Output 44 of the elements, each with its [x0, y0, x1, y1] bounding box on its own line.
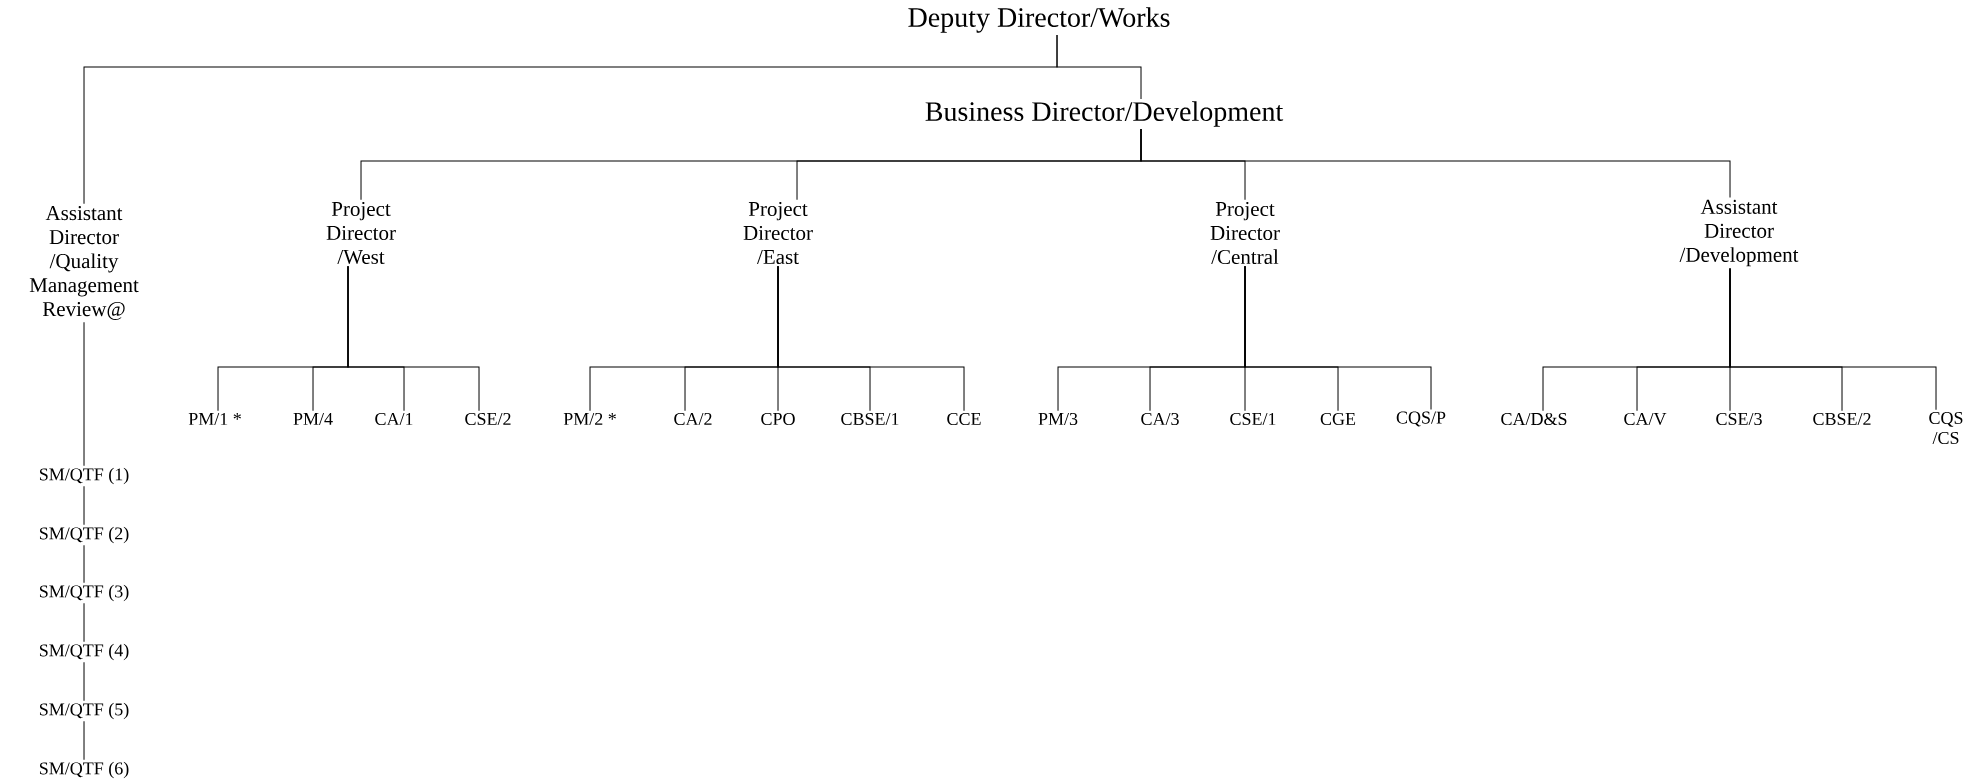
position-label: CBSE/1 [841, 412, 899, 426]
connector-line [83, 321, 85, 467]
position-label: SM/QTF (3) [39, 584, 129, 602]
connector-line [1140, 128, 1731, 199]
connector-line [83, 661, 85, 702]
position-label: CA/V [1624, 412, 1667, 426]
connector-line [777, 265, 965, 412]
position-label: PM/4 [293, 412, 333, 425]
position-label: CSE/1 [1230, 412, 1276, 426]
position-label: CSE/3 [1716, 412, 1762, 426]
connector-line [347, 265, 480, 412]
position-label: CGE [1320, 412, 1356, 426]
connector-line [83, 602, 85, 643]
connector-line [1244, 265, 1432, 410]
position-label: CA/2 [674, 412, 712, 426]
connector-line [83, 544, 85, 584]
position-label: SM/QTF (2) [39, 526, 129, 544]
connector-line [83, 485, 85, 526]
position-label: PM/3 [1038, 412, 1078, 426]
position-label: PM/1 * [188, 412, 241, 425]
position-label: CSE/2 [465, 412, 511, 426]
position-label: Project Director /Central [1210, 201, 1280, 265]
position-label: CA/3 [1141, 412, 1179, 426]
position-label: Assistant Director /Development [1679, 199, 1799, 267]
position-label: PM/2 * [563, 412, 616, 426]
position-label: Assistant Director /Quality Management Review@ [29, 206, 139, 320]
position-label: CQS/P [1396, 411, 1446, 427]
connector-line [1056, 34, 1142, 100]
position-label: SM/QTF (4) [39, 643, 129, 661]
position-label: SM/QTF (5) [39, 702, 129, 720]
position-label: CA/1 [375, 412, 413, 426]
title-text: Business Director/Development [925, 101, 1284, 127]
connector-line [1729, 267, 1937, 411]
position-label: SM/QTF (6) [39, 761, 129, 779]
position-label: SM/QTF (1) [39, 467, 129, 485]
position-label: CBSE/2 [1813, 412, 1871, 426]
position-label: Project Director /East [743, 201, 813, 265]
position-label: CPO [761, 412, 795, 426]
position-label: CA/D&S [1501, 412, 1567, 426]
position-label: CQS /CS [1929, 411, 1963, 445]
connector-line [83, 720, 85, 761]
title-text: Deputy Director/Works [908, 7, 1170, 33]
position-label: CCE [947, 412, 981, 426]
position-label: Project Director /West [326, 201, 396, 265]
